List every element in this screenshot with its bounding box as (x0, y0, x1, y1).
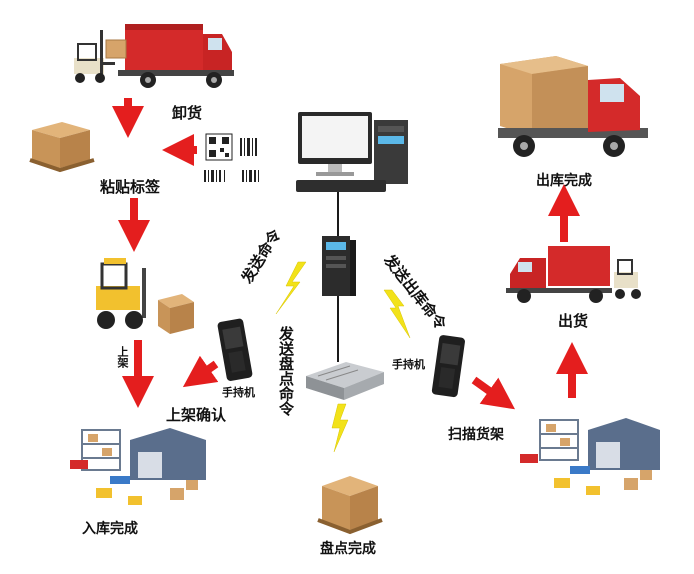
outbound-done-label: 出库完成 (536, 173, 592, 189)
shipping-truck-icon (506, 246, 641, 303)
ship-label: 出货 (558, 312, 589, 330)
lightning-icon (275, 261, 411, 453)
qr-code-icon (205, 133, 233, 161)
process-arrow (112, 98, 588, 410)
warehouse-icon (520, 418, 660, 495)
unload-label: 卸货 (172, 104, 203, 122)
handheld-left-label: 手持机 (222, 386, 255, 399)
gateway-device-icon (306, 362, 384, 400)
send-count-cmd-label: 发送盘点命令 (277, 326, 295, 416)
inbound-done-label: 入库完成 (82, 521, 138, 537)
scan-shelf-label: 扫描货架 (448, 427, 504, 443)
warehouse-icon (70, 428, 206, 505)
handheld-scanner-icon (431, 335, 465, 398)
inventory-done-label: 盘点完成 (320, 541, 376, 557)
barcode-icon (204, 138, 259, 182)
shelve-confirm-label: 上架确认 (166, 406, 227, 424)
server-icon (322, 236, 356, 296)
pallet-box-icon (29, 122, 95, 173)
outbound-truck-icon (498, 56, 648, 157)
pallet-box-icon (317, 476, 383, 535)
label-stick-label: 粘贴标签 (100, 178, 161, 196)
handheld-right-label: 手持机 (392, 358, 425, 371)
computer-icon (296, 112, 408, 192)
forklift-icon (96, 258, 194, 334)
handheld-scanner-icon (217, 318, 253, 381)
unloading-truck-icon (105, 24, 234, 88)
shelve-label: 上架 (116, 346, 129, 368)
forklift-icon (74, 30, 115, 83)
